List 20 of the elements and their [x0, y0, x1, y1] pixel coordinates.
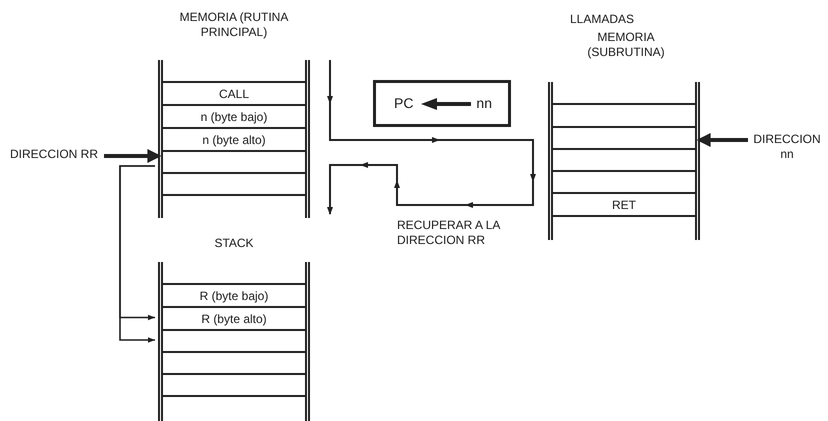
- column-heading: STACK: [213, 236, 255, 251]
- memory-cell: CALL: [163, 81, 305, 104]
- address-label: DIRECCION nn: [748, 132, 826, 162]
- register-box: [373, 80, 511, 127]
- memory-cell: [163, 172, 305, 196]
- flow-label: RECUPERAR A LA DIRECCION RR: [397, 218, 502, 248]
- memory-cell: n (byte alto): [163, 127, 305, 150]
- arrow: [696, 133, 748, 147]
- memory-cell: RET: [553, 192, 695, 217]
- memory-cell: n (byte bajo): [163, 104, 305, 127]
- diagram-label: LLAMADAS: [570, 12, 636, 27]
- column-heading: MEMORIA (SUBRUTINA): [586, 30, 666, 60]
- arrow: [104, 149, 162, 163]
- memory-cell: [163, 373, 305, 397]
- register-value: nn: [476, 95, 492, 111]
- register-name: PC: [394, 95, 414, 111]
- memory-cell: R (byte bajo): [163, 283, 305, 306]
- column-heading: MEMORIA (RUTINA PRINCIPAL): [178, 10, 290, 40]
- memory-cell: R (byte alto): [163, 306, 305, 329]
- address-label: DIRECCION RR: [4, 147, 104, 162]
